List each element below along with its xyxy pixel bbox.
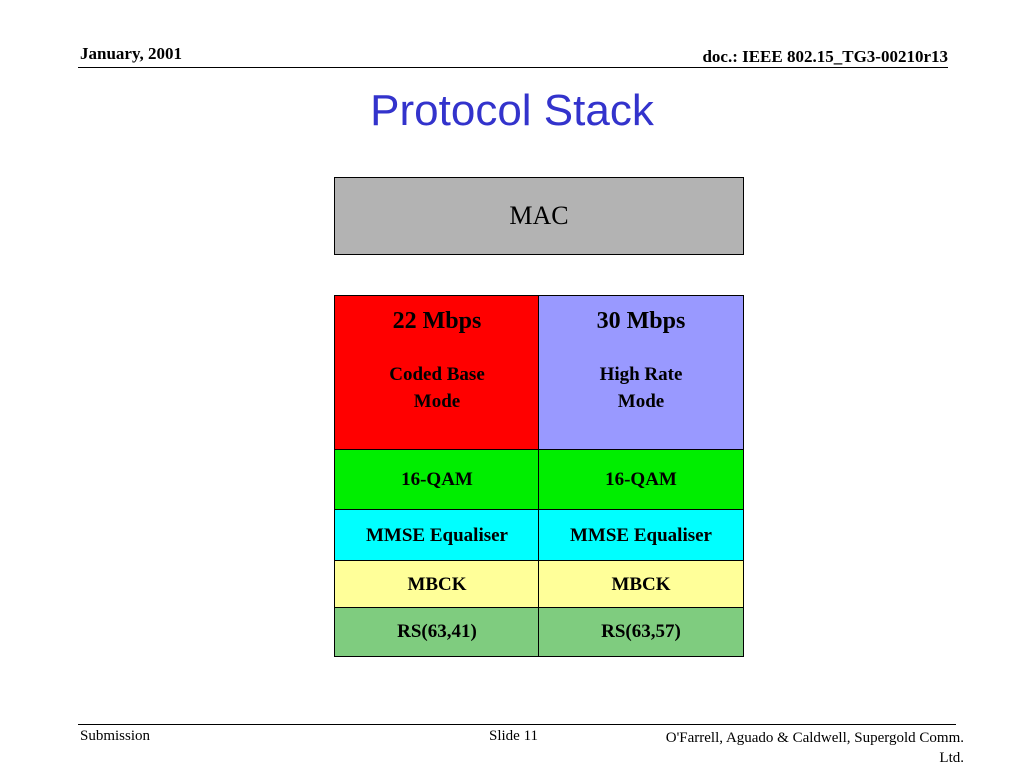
header-date: January, 2001 xyxy=(80,44,183,63)
footer-slide-number: Slide 11 xyxy=(489,728,539,744)
layer-cell-mbck-left: MBCK xyxy=(334,560,540,609)
footer-rule xyxy=(78,724,956,725)
slide-title: Protocol Stack xyxy=(370,86,654,135)
layer-cell-rs-code-right: RS(63,57) xyxy=(538,607,744,657)
layer-cell-rs-code-left: RS(63,41) xyxy=(334,607,540,657)
footer-submission: Submission xyxy=(80,728,151,744)
header-doc-id: doc.: IEEE 802.15_TG3-00210r13 xyxy=(702,47,948,66)
layer-cell-equaliser-left: MMSE Equaliser xyxy=(334,509,540,562)
layer-cell-mbck-right: MBCK xyxy=(538,560,744,609)
mode-name-line1: High Rate xyxy=(599,364,683,385)
mode-name: High Rate Mode xyxy=(539,361,743,415)
mode-name-line1: Coded Base xyxy=(389,364,485,385)
mode-rate: 22 Mbps xyxy=(392,308,482,334)
header-rule xyxy=(78,67,948,68)
footer-authors-line2: Ltd. xyxy=(939,750,964,766)
mode-box-coded-base: 22 Mbps Coded Base Mode xyxy=(334,295,540,451)
footer-authors: O'Farrell, Aguado & Caldwell, Supergold … xyxy=(604,728,964,768)
mode-box-high-rate: 30 Mbps High Rate Mode xyxy=(538,295,744,451)
layer-cell-modulation-right: 16-QAM xyxy=(538,449,744,511)
mode-name: Coded Base Mode xyxy=(335,361,539,415)
mac-layer-box: MAC xyxy=(334,177,744,255)
layer-cell-modulation-left: 16-QAM xyxy=(334,449,540,511)
layer-cell-equaliser-right: MMSE Equaliser xyxy=(538,509,744,562)
footer-authors-line1: O'Farrell, Aguado & Caldwell, Supergold … xyxy=(665,730,964,746)
mode-name-line2: Mode xyxy=(413,391,461,412)
mode-rate: 30 Mbps xyxy=(596,308,686,334)
mode-name-line2: Mode xyxy=(617,391,665,412)
